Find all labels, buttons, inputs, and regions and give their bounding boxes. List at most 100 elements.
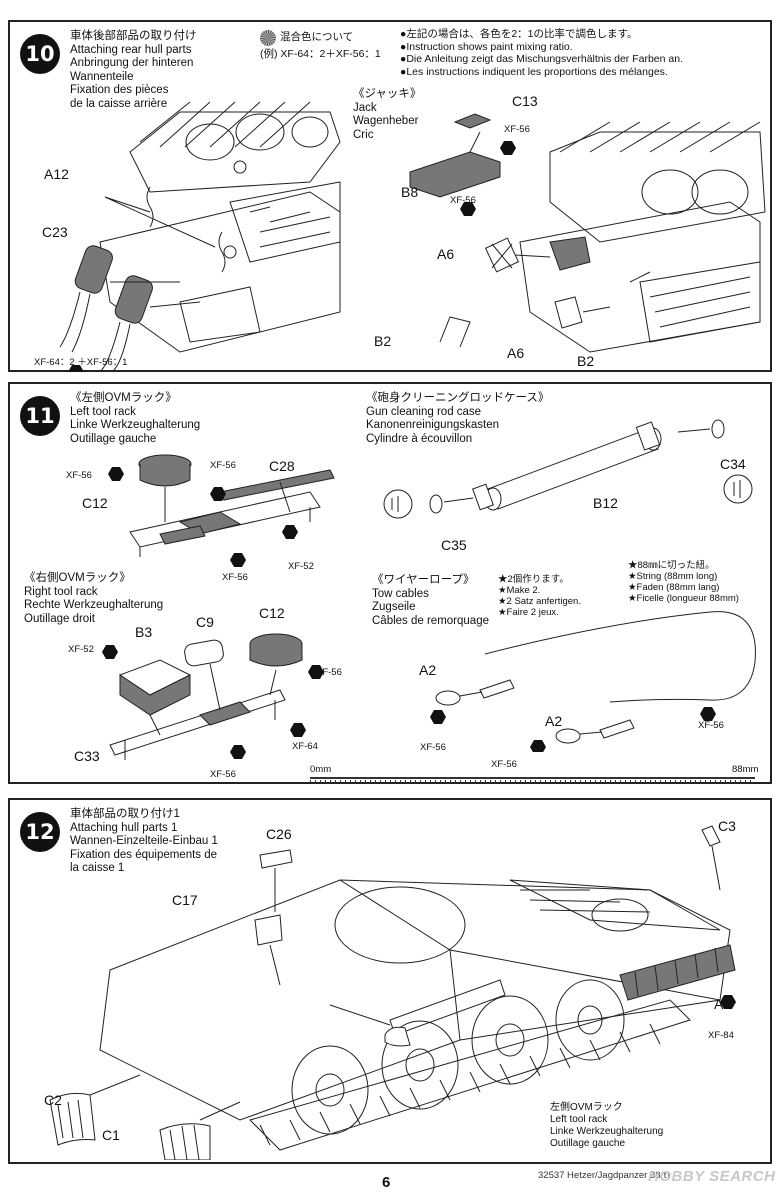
paint-label: XF-56 [66, 470, 92, 481]
callout-de: Linke Werkzeughalterung [550, 1126, 664, 1137]
jack-title: 《ジャッキ》 Jack Wagenheber Cric [353, 88, 421, 142]
paint-label: XF-56 [491, 759, 517, 770]
paint-mix-icon [260, 30, 276, 46]
part-b8: B8 [401, 184, 419, 200]
title-de: Wannen-Einzelteile-Einbau 1 [70, 835, 218, 847]
page-number: 6 [382, 1174, 391, 1191]
note-line: ★2 Satz anfertigen. [498, 596, 581, 607]
part-c33: C33 [74, 748, 100, 764]
note-line: ★Faden (88mm lang) [628, 582, 720, 593]
step-10-panel: 10 車体後部部品の取り付け Attaching rear hull parts… [8, 20, 772, 372]
title-jp: 《左側OVMラック》 [70, 392, 177, 404]
part-c23: C23 [42, 224, 68, 240]
paint-c13: XF-56 [504, 124, 530, 135]
right-rack-drawing [102, 633, 324, 760]
step-title: 車体部品の取り付け1 Attaching hull parts 1 Wannen… [70, 808, 218, 876]
paint-label: XF-52 [68, 644, 94, 655]
note-line: ●Les instructions indiquent les proporti… [400, 65, 668, 78]
title-fr: Cylindre à écouvillon [366, 432, 473, 445]
note-line: ●Instruction shows paint mixing ratio. [400, 40, 573, 53]
title-de: Wannenteile [70, 70, 134, 83]
part-c2: C2 [44, 1092, 62, 1108]
paint-label: XF-56 [210, 769, 236, 780]
part-b2-left: B2 [374, 333, 392, 349]
paint-a1: XF-84 [708, 1030, 734, 1041]
title-en: Left tool rack [70, 405, 136, 418]
jack-en: Jack [353, 101, 377, 114]
note-line: ★Faire 2 jeux. [498, 607, 559, 618]
title-fr: Câbles de remorquage [372, 614, 489, 627]
ruler-start: 0mm [310, 764, 332, 775]
part-c13: C13 [512, 93, 538, 109]
rack-callout: 左側OVMラック Left tool rack Linke Werkzeugha… [550, 1102, 663, 1150]
step-number: 12 [20, 812, 60, 852]
title-fr: Outillage gauche [70, 432, 157, 445]
measuring-ruler [310, 777, 755, 783]
title-jp: 車体後部部品の取り付け [70, 30, 197, 42]
part-c34: C34 [720, 456, 746, 472]
callout-fr: Outillage gauche [550, 1138, 626, 1149]
right-rack-title: 《右側OVMラック》 Right tool rack Rechte Werkze… [24, 572, 163, 626]
note-line: ★Make 2. [498, 585, 541, 596]
title-fr: de la caisse arrière [70, 97, 168, 110]
paint-mix-label: XF-64：2 ＋XF-56：1 [34, 357, 128, 368]
string-note: ★88㎜に切った紐。 ★String (88mm long) ★Faden (8… [628, 560, 739, 604]
part-b3: B3 [135, 624, 153, 640]
title-jp: 《右側OVMラック》 [24, 572, 131, 584]
part-a6-bottom: A6 [507, 345, 525, 361]
paint-label: XF-56 [316, 667, 342, 678]
paint-label: XF-56 [222, 572, 248, 583]
part-b12: B12 [593, 495, 618, 511]
note-line: ★Ficelle (longueur 88mm) [628, 593, 739, 604]
note-line: ★2個作ります。 [498, 574, 569, 585]
left-rack-title: 《左側OVMラック》 Left tool rack Linke Werkzeug… [70, 392, 200, 446]
step-number: 11 [20, 396, 60, 436]
note-line: ★88㎜に切った紐。 [628, 560, 715, 571]
title-de: Linke Werkzeughalterung [70, 419, 201, 431]
step-number: 10 [20, 34, 60, 74]
title-en: Gun cleaning rod case [366, 405, 482, 418]
part-c17: C17 [172, 892, 198, 908]
hull-drawing [49, 825, 736, 1160]
part-c26: C26 [266, 826, 292, 842]
note-line: ●左記の場合は、各色を2：1の比率で調色します。 [400, 28, 638, 40]
left-rack-drawing [108, 454, 335, 567]
callout-en: Left tool rack [550, 1114, 608, 1125]
mix-instructions: ●左記の場合は、各色を2：1の比率で調色します。 ●Instruction sh… [400, 28, 683, 78]
part-b2-right: B2 [577, 353, 595, 369]
watermark: HOBBY SEARCH [648, 1168, 776, 1185]
part-c12-bottom: C12 [259, 605, 285, 621]
paint-label: XF-56 [698, 720, 724, 731]
title-de: Anbringung der hinteren [70, 57, 194, 69]
title-de: Zugseile [372, 601, 416, 613]
mix-example: (例) XF-64：2＋XF-56：1 [260, 48, 381, 60]
title-en: Tow cables [372, 587, 429, 600]
jack-jp: 《ジャッキ》 [353, 88, 422, 100]
ruler-end: 88mm [732, 764, 759, 775]
rear-hull-drawing-right [409, 113, 766, 353]
title-de: Rechte Werkzeughalterung [24, 599, 164, 611]
note-line: ★String (88mm long) [628, 571, 718, 582]
title-jp: 車体部品の取り付け1 [70, 808, 180, 820]
step-title: 車体後部部品の取り付け Attaching rear hull parts An… [70, 30, 197, 111]
product-code: 32537 Hetzer/Jagdpanzer 38(t) [538, 1170, 670, 1181]
part-a1: A1 [714, 996, 732, 1012]
paint-label: XF-56 [420, 742, 446, 753]
part-c35: C35 [441, 537, 467, 553]
title-en: Attaching rear hull parts [70, 43, 192, 56]
title-en: Right tool rack [24, 585, 98, 598]
callout-jp: 左側OVMラック [550, 1102, 623, 1113]
part-c28: C28 [269, 458, 295, 474]
part-c12-top: C12 [82, 495, 108, 511]
title-en: Attaching hull parts 1 [70, 821, 178, 834]
mix-note-jp: 混合色について [280, 31, 354, 43]
jack-fr: Cric [353, 128, 374, 141]
step-11-panel: 11 《左側OVMラック》 Left tool rack Linke Werkz… [8, 382, 772, 784]
part-a12: A12 [44, 166, 69, 182]
rear-hull-drawing-left [59, 101, 341, 372]
title-jp: 《ワイヤーロープ》 [372, 574, 475, 586]
part-c1: C1 [102, 1127, 120, 1143]
title-de: Kanonenreinigungskasten [366, 419, 499, 431]
jack-de: Wagenheber [353, 115, 419, 127]
part-c3: C3 [718, 818, 736, 834]
